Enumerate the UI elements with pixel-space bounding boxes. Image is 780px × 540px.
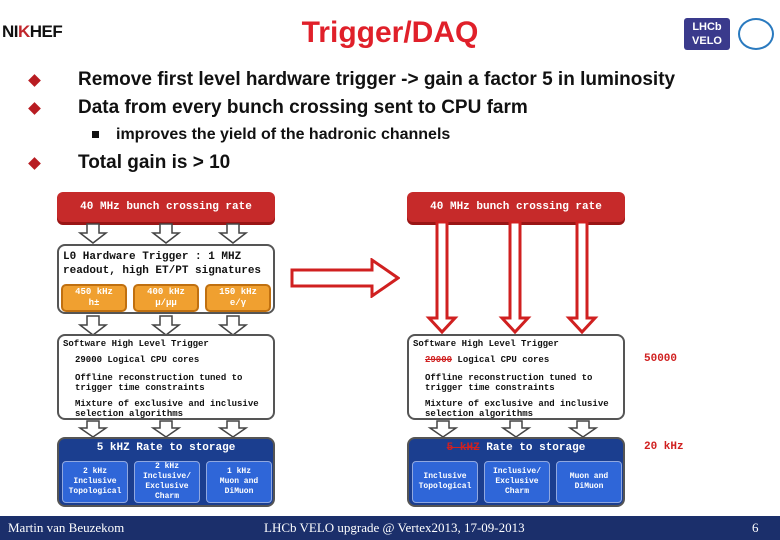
l0-hardware-trigger-panel: L0 Hardware Trigger : 1 MHZ readout, hig…	[57, 244, 275, 314]
l0-title-line2: readout, high ET/PT signatures	[63, 265, 262, 277]
left-hlt-mix-1: Mixture of exclusive and inclusive	[75, 399, 259, 409]
left-down-arrows-2	[77, 315, 249, 336]
transition-arrow-icon	[290, 258, 400, 298]
left-hlt-offline-2: trigger time constraints	[75, 383, 205, 393]
footer-event: LHCb VELO upgrade @ Vertex2013, 17-09-20…	[264, 520, 525, 535]
left-down-arrows-3	[77, 420, 249, 438]
right-bunch-crossing-rate: 40 MHz bunch crossing rate	[407, 192, 625, 222]
bullet-diamond-icon	[28, 102, 41, 115]
right-hlt-mix-1: Mixture of exclusive and inclusive	[425, 399, 609, 409]
lhcb-logo: LHCb VELO	[684, 18, 730, 50]
right-storage-new: 20 kHz	[644, 441, 684, 453]
footer-page-number: 6	[752, 520, 759, 535]
sub-bullet-1: improves the yield of the hadronic chann…	[116, 126, 451, 143]
left-hlt-offline-1: Offline reconstruction tuned to	[75, 373, 243, 383]
right-direct-arrows	[425, 220, 599, 335]
right-storage-rate: 5 kHZ Rate to storage	[446, 442, 586, 454]
right-hlt-mix-2: selection algorithms	[425, 409, 534, 419]
nikhef-logo: NIKHEF	[2, 22, 63, 41]
right-hlt-offline-2: trigger time constraints	[425, 383, 555, 393]
right-hlt-cores: 29000 Logical CPU cores	[425, 355, 550, 365]
footer-bar	[0, 516, 780, 540]
vertex-logo	[738, 18, 774, 50]
right-hlt-offline-1: Offline reconstruction tuned to	[425, 373, 593, 383]
bullet-diamond-icon	[28, 74, 41, 87]
sub-bullet-square-icon	[92, 131, 99, 138]
left-storage-rate: 5 kHZ Rate to storage	[96, 442, 236, 454]
left-hlt-cores: 29000 Logical CPU cores	[75, 355, 200, 365]
bullet-diamond-icon	[28, 157, 41, 170]
left-bunch-crossing-rate: 40 MHz bunch crossing rate	[57, 192, 275, 222]
right-down-arrows-3	[427, 420, 599, 438]
right-hlt-title: Software High Level Trigger	[413, 339, 559, 349]
bullet-2: Data from every bunch crossing sent to C…	[78, 97, 528, 118]
l0-title-line1: L0 Hardware Trigger : 1 MHZ	[63, 251, 242, 263]
right-hlt-panel: Software High Level Trigger 29000 Logica…	[407, 334, 625, 420]
left-hlt-panel: Software High Level Trigger 29000 Logica…	[57, 334, 275, 420]
slide-title: Trigger/DAQ	[301, 16, 479, 49]
right-hlt-cores-new: 50000	[644, 353, 678, 365]
footer-author: Martin van Beuzekom	[8, 520, 125, 535]
left-hlt-mix-2: selection algorithms	[75, 409, 184, 419]
bullet-1: Remove first level hardware trigger -> g…	[78, 69, 676, 90]
left-hlt-title: Software High Level Trigger	[63, 339, 209, 349]
left-down-arrows-1	[77, 223, 249, 244]
bullet-3: Total gain is > 10	[78, 152, 231, 173]
